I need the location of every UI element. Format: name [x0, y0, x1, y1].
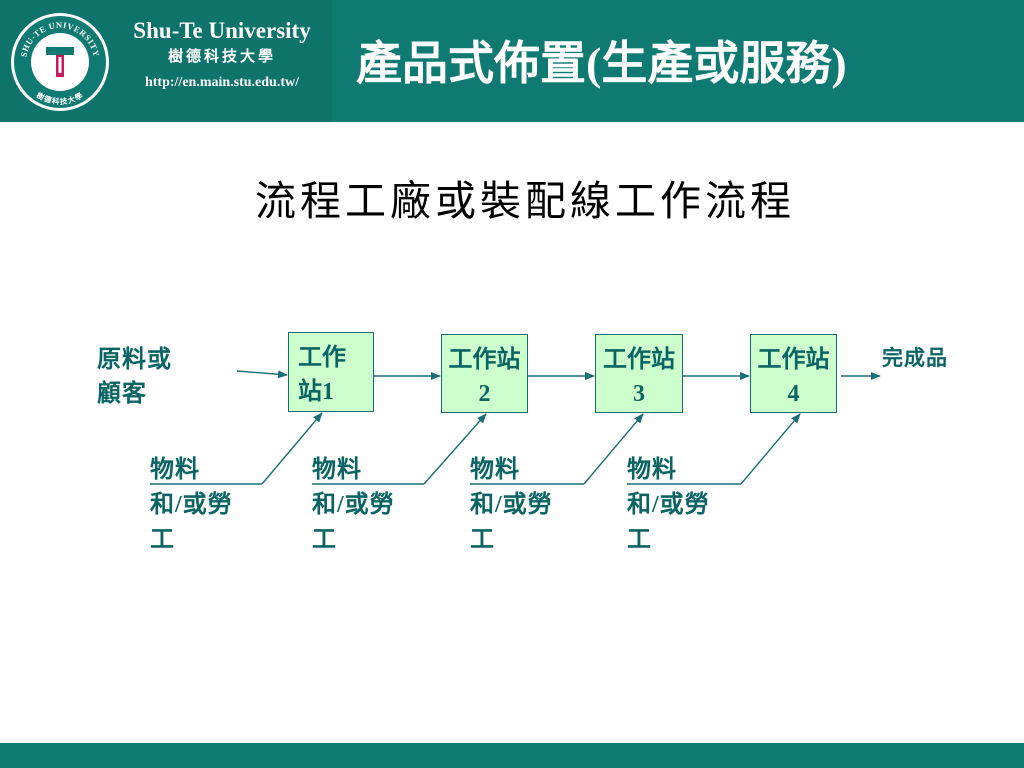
work-station-1: 工作 站1 [288, 332, 374, 412]
resource-line-2: 和/或勞 [150, 492, 233, 518]
resource-input-4: 物料 和/或勞 工 [627, 453, 710, 558]
university-name-en: Shu-Te University [133, 18, 311, 43]
resource-line-3: 工 [470, 527, 495, 553]
header-band: SHU-TE UNIVERSITY 樹德科技大學 Shu-Te Universi… [0, 0, 1024, 122]
resource-line-2: 和/或勞 [627, 492, 710, 518]
resource-input-2: 物料 和/或勞 工 [312, 453, 395, 558]
resource-line-3: 工 [150, 527, 175, 553]
flow-input-line-1: 原料或 [97, 347, 172, 373]
arrow-resource-3-to-station-3 [583, 413, 644, 485]
brand-block: SHU-TE UNIVERSITY 樹德科技大學 Shu-Te Universi… [0, 0, 332, 122]
resource-input-1: 物料 和/或勞 工 [150, 453, 233, 558]
arrow-input-to-station-1 [236, 370, 288, 379]
station-label-line-1: 工作 [298, 345, 346, 371]
work-station-4: 工作站 4 [750, 334, 837, 413]
work-station-2: 工作站 2 [441, 334, 528, 413]
slide-subtitle: 流程工廠或裝配線工作流程 [255, 178, 795, 224]
footer-band [0, 743, 1024, 768]
logo-t-bar [46, 47, 74, 55]
university-url: http://en.main.stu.edu.tw/ [144, 75, 300, 90]
slide-title: 產品式佈置(生產或服務) [356, 38, 847, 89]
resource-line-3: 工 [312, 527, 337, 553]
arrow-resource-1-to-station-1 [261, 412, 323, 485]
work-station-3: 工作站 3 [595, 334, 683, 413]
station-label-line-1: 工作站 [603, 347, 675, 373]
station-label-line-2: 4 [787, 381, 800, 407]
arrow-resource-4-to-station-4 [740, 413, 801, 485]
flow-input-line-2: 顧客 [97, 381, 147, 407]
arrow-resource-2-to-station-2 [423, 413, 487, 485]
university-name-zh: 樹德科技大學 [167, 49, 276, 65]
flow-input-label: 原料或 顧客 [97, 343, 172, 411]
station-label-line-2: 站1 [298, 379, 334, 405]
station-label-line-1: 工作站 [757, 347, 830, 373]
station-label-line-2: 2 [478, 381, 491, 407]
resource-line-2: 和/或勞 [470, 492, 553, 518]
station-label-line-1: 工作站 [448, 347, 521, 373]
university-seal-logo: SHU-TE UNIVERSITY 樹德科技大學 [11, 13, 109, 111]
resource-input-3: 物料 和/或勞 工 [470, 453, 553, 558]
resource-line-2: 和/或勞 [312, 492, 395, 518]
resource-line-3: 工 [627, 527, 652, 553]
logo-t-inner [58, 57, 62, 73]
station-label-line-2: 3 [633, 381, 645, 407]
resource-line-1: 物料 [627, 457, 677, 483]
resource-line-1: 物料 [150, 457, 200, 483]
resource-line-1: 物料 [312, 457, 362, 483]
flow-output-label: 完成品 [882, 346, 948, 370]
resource-line-1: 物料 [470, 457, 520, 483]
